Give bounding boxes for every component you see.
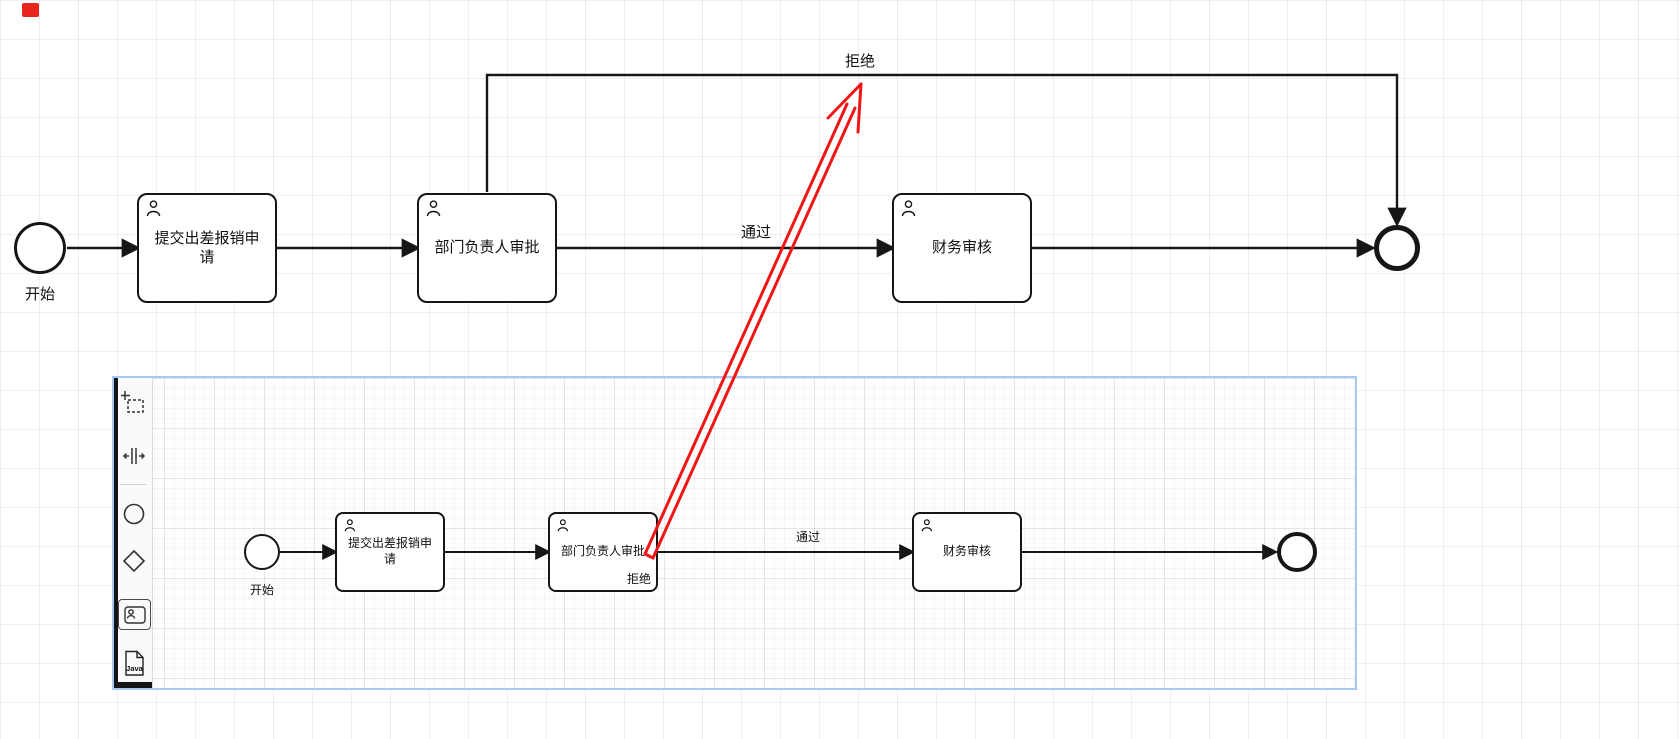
java-class-icon: Java [125,650,144,676]
top-task-finance-review: 财务审核 [892,193,1032,303]
palette-left-edge [114,378,118,688]
user-icon [921,519,933,532]
editor-start-event[interactable] [244,534,280,570]
java-icon-label: Java [126,664,144,673]
user-icon [426,200,441,217]
editor-task-manager-approval[interactable]: 部门负责人审批 [548,512,658,592]
top-end-event [1374,225,1420,271]
task-label: 财务审核 [931,239,992,257]
editor-task-submit-expense[interactable]: 提交出差报销申请 [335,512,445,592]
bpmn-palette: Java [114,378,153,688]
palette-create-start-event[interactable] [120,500,148,528]
editor-flow-pass-label: 通过 [795,530,820,544]
user-icon [557,519,569,532]
top-task-submit-expense: 提交出差报销申请 [137,193,277,303]
gateway-icon [122,549,146,573]
top-flow-reject-to-end [485,73,1407,227]
palette-lasso-tool[interactable] [120,390,148,418]
top-flow-pass-label: 通过 [740,224,771,241]
editor-flow-reject-label: 拒绝 [626,572,651,586]
palette-create-java-class[interactable]: Java [120,649,148,677]
top-task-manager-approval: 部门负责人审批 [417,193,557,303]
user-task-icon [123,605,146,624]
task-label: 财务审核 [942,544,991,559]
red-marker-icon [22,3,39,17]
palette-create-user-task[interactable] [118,599,151,630]
palette-separator [120,484,146,485]
user-icon [901,200,916,217]
top-start-event [14,222,66,274]
editor-task-finance-review[interactable]: 财务审核 [912,512,1022,592]
task-label: 提交出差报销申请 [347,536,432,566]
editor-start-event-label: 开始 [249,583,274,597]
palette-space-tool[interactable] [120,442,148,470]
palette-bottom-edge [114,682,152,688]
start-event-icon [123,503,145,525]
lasso-tool-icon [121,391,144,413]
task-label: 部门负责人审批 [434,239,540,257]
user-icon [344,519,356,532]
top-flow-reject-label: 拒绝 [844,53,875,70]
task-label: 提交出差报销申请 [154,229,260,267]
palette-create-gateway[interactable] [120,547,148,575]
space-tool-icon [122,448,146,464]
task-label: 部门负责人审批 [560,544,645,559]
editor-end-event[interactable] [1277,532,1317,572]
top-start-event-label: 开始 [24,286,55,303]
user-icon [146,200,161,217]
